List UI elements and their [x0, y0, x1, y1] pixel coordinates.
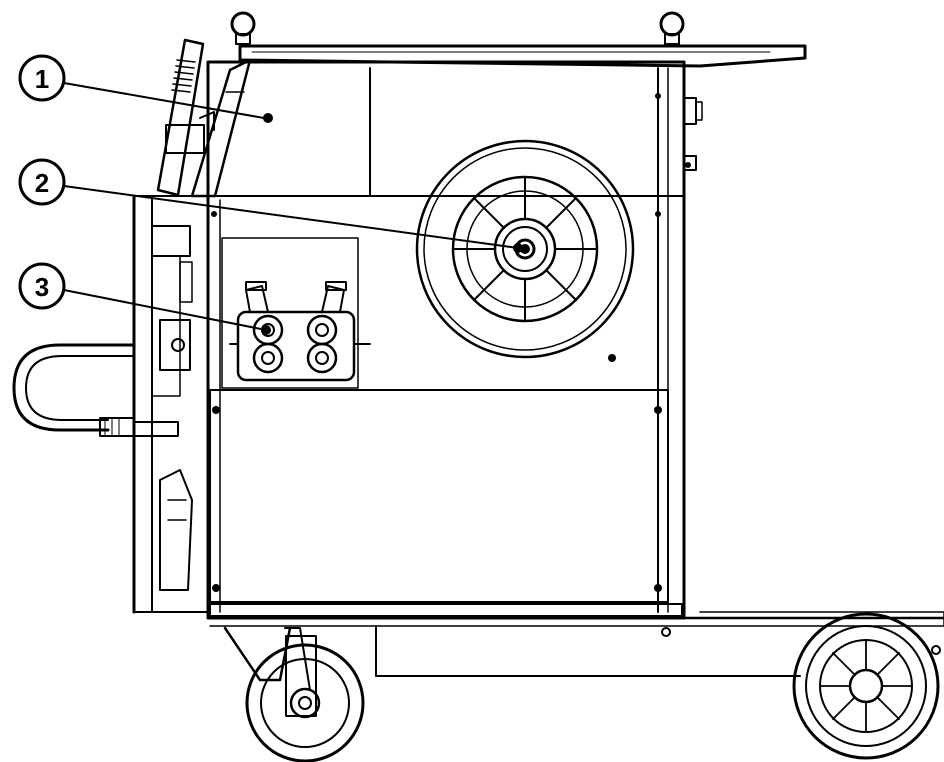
rear-wheel: [792, 612, 940, 760]
lower-panel: [209, 389, 669, 603]
trolley-chassis: [206, 611, 944, 677]
callout-3: 3: [18, 262, 66, 310]
callout-1: 1: [18, 54, 66, 102]
callout-leaders: [63, 82, 523, 335]
screws: [211, 93, 691, 362]
torch-cable: [12, 343, 179, 437]
lifting-eye-right: [659, 11, 685, 45]
gas-connector: [159, 469, 193, 591]
top-cover: [238, 44, 807, 68]
lifting-eye-left: [230, 11, 256, 45]
callout-2: 2: [18, 158, 66, 206]
wire-feeder: [221, 237, 371, 389]
callout-2-label: 2: [35, 168, 49, 198]
callout-1-label: 1: [35, 64, 49, 94]
wire-spool: [415, 139, 635, 359]
rear-connectors: [683, 97, 703, 171]
callout-3-label: 3: [35, 272, 49, 302]
side-frame: [132, 194, 209, 614]
front-castor-wheel: [223, 626, 365, 762]
front-handle: [156, 38, 215, 197]
